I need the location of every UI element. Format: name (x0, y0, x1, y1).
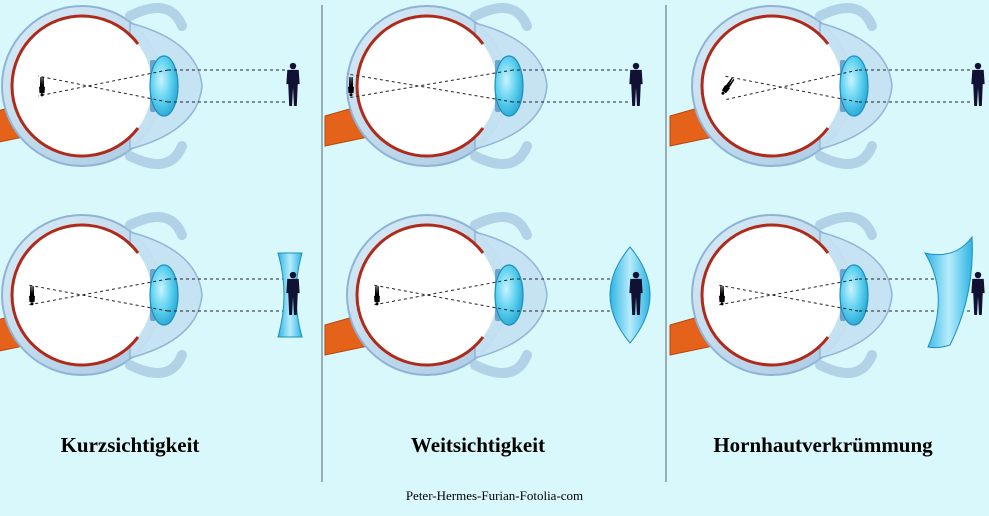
eye-lens (494, 264, 524, 326)
object-person (286, 62, 300, 106)
object-person (629, 62, 643, 106)
eyelid-lower (125, 350, 187, 378)
vitreous-body (12, 16, 152, 156)
vitreous-body (357, 225, 497, 365)
vitreous-body (12, 225, 152, 365)
object-person (971, 271, 985, 315)
retinal-image (39, 77, 45, 97)
eyelid-lower (125, 141, 187, 169)
eye-lens (149, 55, 179, 117)
retinal-image (374, 286, 380, 306)
eye-myopia-uncorrected (0, 3, 300, 169)
retina (355, 223, 485, 367)
eyelid-upper (470, 3, 532, 31)
retina (700, 14, 830, 158)
eyelid-upper (470, 212, 532, 240)
vitreous-body (702, 16, 842, 156)
eye-hyperopia-corrected (324, 212, 651, 378)
eyelid-upper (815, 3, 877, 31)
eye-lens (149, 264, 179, 326)
retina (700, 223, 830, 367)
object-person (629, 271, 643, 315)
caption-hyperopia: Weitsichtigkeit (410, 433, 546, 457)
caption-astigmatism: Hornhautverkrümmung (713, 433, 933, 457)
retina (10, 223, 140, 367)
eye-lens (839, 55, 869, 117)
vitreous-body (702, 225, 842, 365)
light-rays (372, 278, 628, 312)
eyelid-lower (815, 141, 877, 169)
object-person (286, 271, 300, 315)
light-rays (37, 69, 285, 103)
light-rays (346, 69, 628, 103)
retinal-image (29, 286, 35, 306)
object-person (971, 62, 985, 106)
eye-hyperopia-uncorrected (324, 3, 643, 169)
image-credit: Peter-Hermes-Furian-Fotolia-com (405, 488, 584, 503)
retinal-image (721, 77, 735, 95)
convex-corrective-lens (609, 246, 651, 344)
caption-myopia: Kurzsichtigkeit (60, 433, 200, 457)
cylindrical-corrective-lens (923, 235, 973, 349)
eyelid-lower (470, 141, 532, 169)
retinal-image (719, 286, 725, 306)
eyelid-upper (815, 212, 877, 240)
eyelid-upper (125, 212, 187, 240)
eye-myopia-corrected (0, 212, 303, 378)
light-rays (723, 69, 970, 103)
eyelid-lower (470, 350, 532, 378)
eye-astigmatism-corrected (669, 212, 985, 378)
eyelid-upper (125, 3, 187, 31)
retinal-image (348, 77, 354, 97)
vitreous-body (357, 16, 497, 156)
retina (10, 14, 140, 158)
eyelid-lower (815, 350, 877, 378)
eye-astigmatism-uncorrected (669, 3, 985, 169)
eye-lens (839, 264, 869, 326)
light-rays (27, 278, 285, 312)
retina (355, 14, 485, 158)
eye-lens (494, 55, 524, 117)
